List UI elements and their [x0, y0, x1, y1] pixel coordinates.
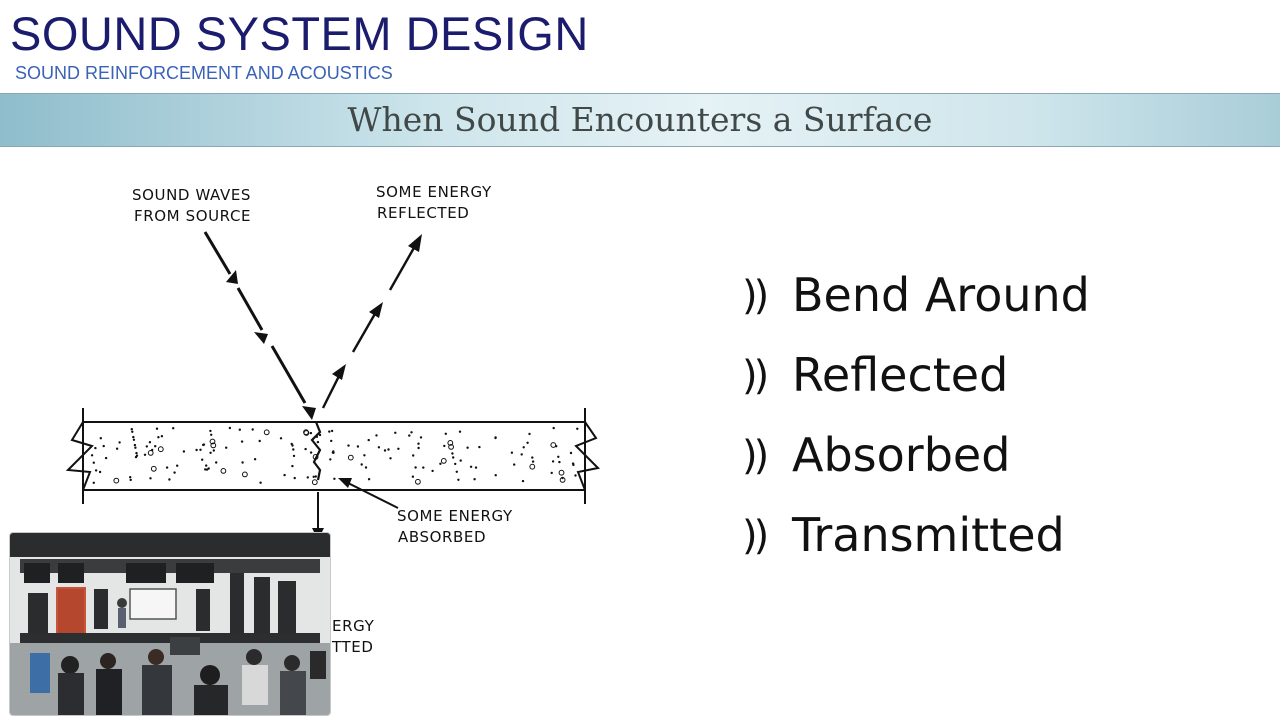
course-subtitle: SOUND REINFORCEMENT AND ACOUSTICS — [15, 63, 393, 83]
incoming-wave-arrow — [203, 231, 316, 420]
sound-wave-bullet-icon: )) — [742, 433, 769, 479]
course-title: SOUND SYSTEM DESIGN — [10, 7, 589, 60]
label-absorbed-1: SOME ENERGY — [397, 507, 513, 525]
surface-diagram: SOUND WAVES FROM SOURCE SOME ENERGY REFL… — [50, 170, 620, 670]
header: SOUND SYSTEM DESIGN SOUND REINFORCEMENT … — [0, 0, 1280, 92]
label-transmitted-1: ERGY — [332, 617, 375, 635]
bullet-item: )) Transmitted — [742, 505, 1242, 585]
bullet-item: )) Reflected — [742, 345, 1242, 425]
bullet-text: Bend Around — [792, 268, 1090, 322]
label-absorbed-2: ABSORBED — [398, 528, 487, 546]
slide-title: When Sound Encounters a Surface — [347, 100, 933, 139]
webcam-video-overlay[interactable] — [10, 533, 330, 715]
absorbed-arrow — [338, 478, 399, 509]
bullet-item: )) Absorbed — [742, 425, 1242, 505]
label-sound-waves: SOUND WAVES — [132, 186, 252, 204]
bullet-text: Transmitted — [792, 508, 1065, 562]
classroom-video-thumbnail-icon — [10, 533, 330, 715]
slide-title-banner: When Sound Encounters a Surface — [0, 93, 1280, 147]
reflected-wave-arrow — [321, 234, 422, 409]
bullet-list: )) Bend Around )) Reflected )) Absorbed … — [742, 265, 1242, 585]
wave-path-through-slab — [310, 421, 322, 481]
label-reflected-2: REFLECTED — [377, 204, 470, 222]
bullet-item: )) Bend Around — [742, 265, 1242, 345]
bullet-text: Absorbed — [792, 428, 1011, 482]
label-transmitted-2: TTED — [332, 638, 374, 656]
label-reflected-1: SOME ENERGY — [376, 183, 492, 201]
slab-texture — [90, 426, 579, 486]
sound-wave-bullet-icon: )) — [742, 273, 769, 319]
label-from-source: FROM SOURCE — [134, 207, 252, 225]
sound-wave-bullet-icon: )) — [742, 353, 769, 399]
sound-wave-bullet-icon: )) — [742, 513, 769, 559]
bullet-text: Reflected — [792, 348, 1009, 402]
surface-diagram-drawing — [65, 231, 601, 540]
wall-slab — [65, 408, 601, 504]
